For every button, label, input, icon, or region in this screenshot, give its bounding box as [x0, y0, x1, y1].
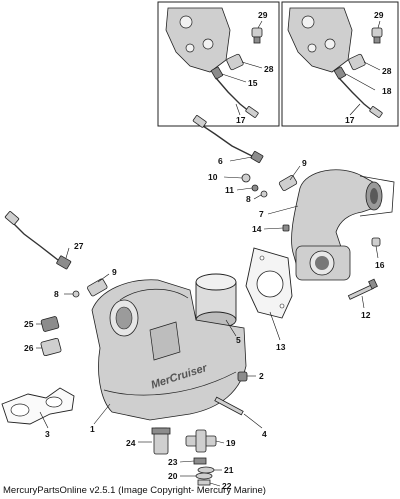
- callout-18: 18: [382, 86, 392, 96]
- callout-1: 1: [90, 424, 95, 434]
- inset-right-adapter-28: [348, 53, 366, 71]
- callout-3: 3: [45, 429, 50, 439]
- sensor-27-wire: [11, 221, 59, 261]
- o-ring-20: [195, 472, 213, 480]
- bolt-12: [347, 278, 378, 300]
- fitting-23: [193, 457, 207, 465]
- inset-left-adapter-28: [226, 53, 244, 71]
- callout-29-left: 29: [258, 10, 268, 20]
- inset-right-connector: [369, 106, 383, 118]
- exhaust-manifold-1: MerCruiser: [91, 279, 247, 421]
- callout-2: 2: [259, 371, 264, 381]
- fitting-25: [40, 316, 60, 332]
- sensor-27-connector: [4, 211, 20, 225]
- callout-27: 27: [74, 241, 84, 251]
- callout-11: 11: [225, 185, 234, 195]
- copyright-footer: MercuryPartsOnline v2.5.1 (Image Copyrig…: [3, 485, 266, 496]
- callout-28-right: 28: [382, 66, 392, 76]
- callout-9-lower: 9: [112, 267, 117, 277]
- inset-left-wire-17: [215, 77, 251, 113]
- callout-16: 16: [375, 260, 385, 270]
- plug-16: [371, 237, 381, 247]
- callout-25: 25: [24, 319, 34, 329]
- washer-10: [241, 173, 251, 183]
- gasket-13: [245, 247, 293, 319]
- callout-28-left: 28: [264, 64, 274, 74]
- callout-17-left: 17: [236, 115, 246, 125]
- fitting-22: [197, 479, 211, 486]
- plug-14: [282, 224, 290, 232]
- plug-2: [237, 371, 248, 382]
- callout-24: 24: [126, 438, 136, 448]
- tee-fitting-19: [185, 429, 217, 453]
- callout-29-right: 29: [374, 10, 384, 20]
- clamp-9-lower: [87, 278, 108, 297]
- inset-left-manifold: [165, 7, 231, 73]
- callout-9-upper: 9: [302, 158, 307, 168]
- callout-6: 6: [218, 156, 223, 166]
- callout-15: 15: [248, 78, 258, 88]
- callout-7: 7: [259, 209, 264, 219]
- callout-14: 14: [252, 224, 262, 234]
- callout-21: 21: [224, 465, 234, 475]
- nut-11: [251, 184, 259, 192]
- inset-right-manifold: [287, 7, 353, 73]
- callout-8-upper: 8: [246, 194, 251, 204]
- callout-23: 23: [168, 457, 178, 467]
- fitting-8-lower: [72, 290, 80, 298]
- sensor-27-body: [56, 255, 72, 270]
- callout-5: 5: [236, 335, 241, 345]
- fitting-24: [151, 427, 171, 455]
- stud-4: [214, 396, 244, 416]
- callout-4: 4: [262, 429, 267, 439]
- sensor-6-connector: [192, 115, 207, 128]
- fitting-26: [40, 337, 62, 357]
- inset-left-sensor-15: [211, 66, 223, 80]
- fitting-8-upper: [260, 190, 268, 198]
- inset-left-connector: [245, 106, 259, 118]
- clamp-9-upper: [278, 175, 298, 191]
- callout-10: 10: [208, 172, 218, 182]
- inset-right-sensor-18: [334, 66, 346, 80]
- callout-22: 22: [222, 481, 232, 491]
- sensor-6-body: [250, 151, 264, 163]
- inset-right-sensor-29: [371, 27, 383, 44]
- callout-12: 12: [361, 310, 371, 320]
- sleeve-5: [195, 273, 237, 329]
- inset-right-wire-17: [338, 77, 375, 113]
- flange-joint-7: [295, 245, 351, 281]
- leader-lines: [36, 20, 381, 487]
- callout-19: 19: [226, 438, 236, 448]
- sensor-6-wire: [199, 123, 253, 157]
- callout-13: 13: [276, 342, 286, 352]
- washer-21: [197, 466, 215, 474]
- callout-17-right: 17: [345, 115, 355, 125]
- callout-26: 26: [24, 343, 34, 353]
- callout-20: 20: [168, 471, 178, 481]
- inset-left-sensor-29: [251, 27, 263, 44]
- gasket-3: [1, 387, 75, 425]
- callout-8-lower: 8: [54, 289, 59, 299]
